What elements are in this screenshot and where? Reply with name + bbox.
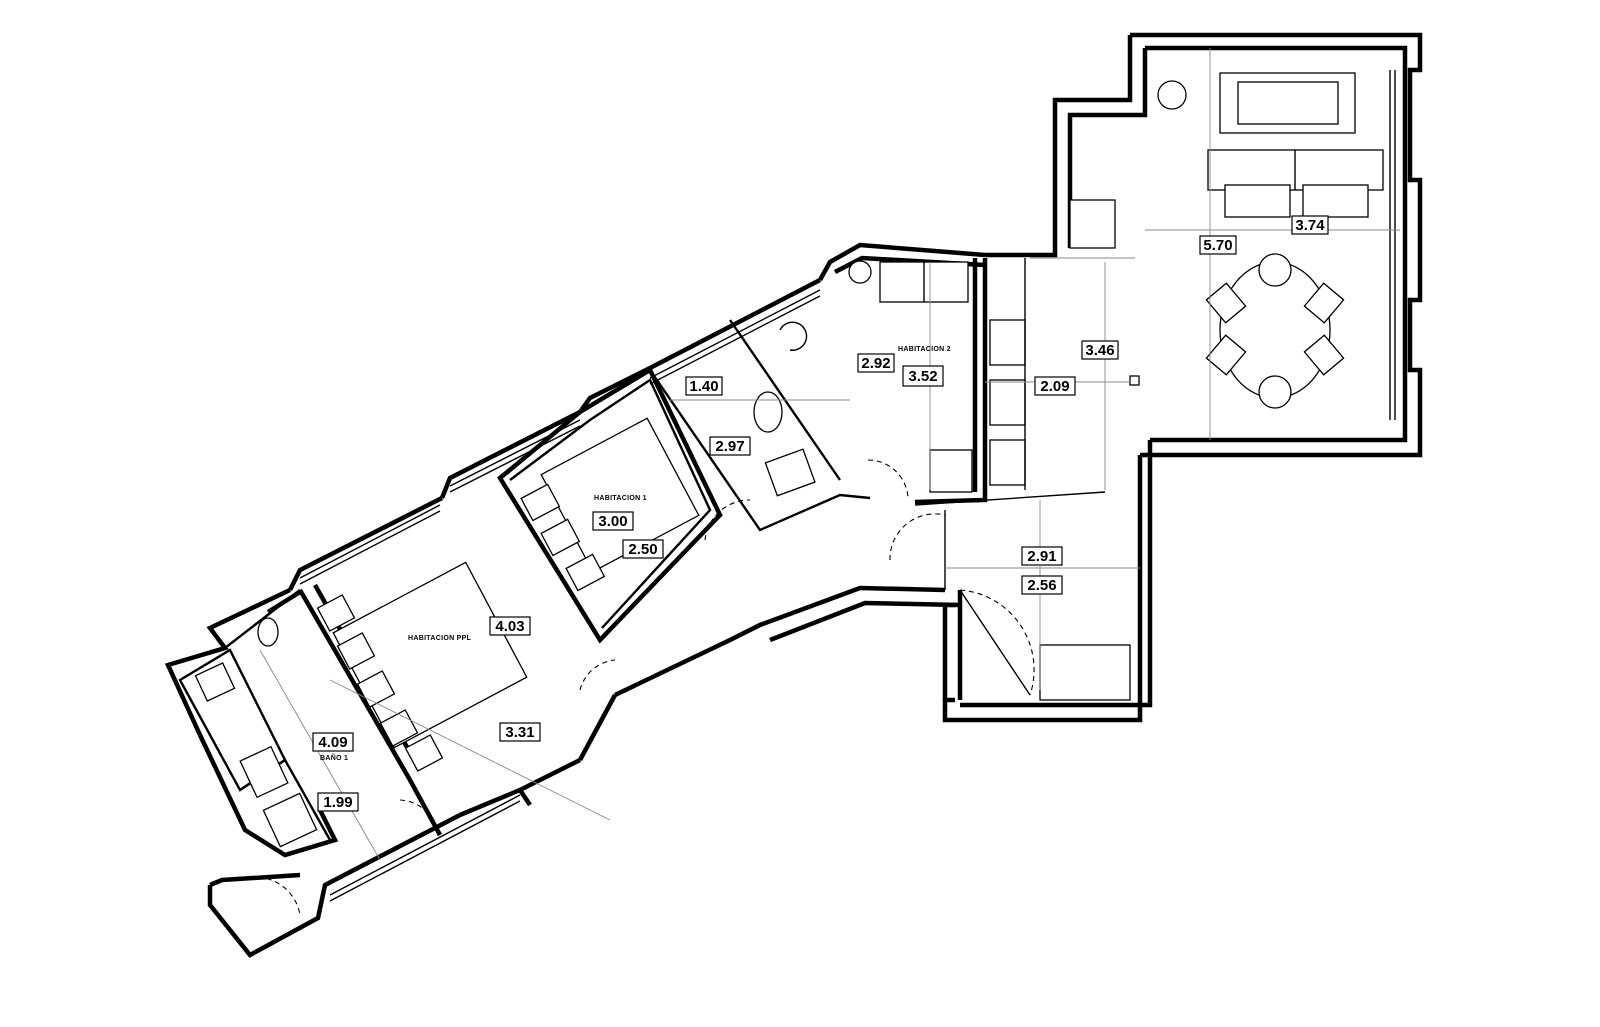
dim-hab2-width: 2.92	[857, 353, 895, 373]
doors[interactable]	[239, 459, 1035, 916]
svg-text:2.56: 2.56	[1027, 577, 1056, 594]
dim-bath2-width: 1.40	[685, 376, 723, 396]
dimension-labels: 3.74 5.70 3.46 2.09 2.92 3.52 1.40 2.97 …	[312, 215, 1329, 812]
interior-walls	[178, 258, 1106, 841]
svg-text:3.31: 3.31	[505, 724, 534, 741]
dim-kitchen-width: 2.09	[1034, 376, 1076, 396]
dim-bano1-length: 4.09	[312, 732, 354, 752]
living-room-furniture	[1069, 48, 1400, 440]
room-labels: HABITACION PPL HABITACION 1 HABITACION 2…	[320, 346, 951, 762]
svg-text:4.09: 4.09	[318, 734, 347, 751]
dim-entry-length: 2.56	[1021, 575, 1063, 595]
dim-living-length: 5.70	[1199, 235, 1237, 255]
svg-text:4.03: 4.03	[495, 618, 524, 635]
svg-text:2.50: 2.50	[628, 541, 657, 558]
dim-bath2-length: 2.97	[709, 436, 751, 456]
room-label-habitacion-1: HABITACION 1	[594, 495, 647, 502]
svg-text:2.91: 2.91	[1027, 548, 1056, 565]
svg-text:3.52: 3.52	[908, 368, 937, 385]
svg-text:1.40: 1.40	[689, 378, 718, 395]
dim-hab1-length: 3.00	[592, 511, 634, 531]
window-strips	[299, 70, 1396, 902]
dim-hall-length: 3.46	[1081, 340, 1119, 360]
dim-bano1-width: 1.99	[317, 792, 359, 812]
kitchen-furniture	[989, 257, 1140, 490]
svg-text:3.74: 3.74	[1295, 217, 1325, 234]
room-label-habitacion-2: HABITACION 2	[898, 346, 951, 353]
habitacion-1-furniture	[520, 417, 700, 592]
entry-closet	[1039, 644, 1131, 701]
dim-hab-ppl-width: 4.03	[489, 616, 531, 636]
bath-2-fixtures	[753, 321, 816, 497]
svg-text:1.99: 1.99	[323, 794, 352, 811]
room-label-bano-1: BAÑO 1	[320, 753, 348, 762]
svg-text:3.00: 3.00	[598, 513, 627, 530]
svg-text:2.92: 2.92	[861, 355, 890, 372]
dim-hab1-width: 2.50	[622, 539, 664, 559]
dim-hab-ppl-length: 3.31	[499, 722, 541, 742]
exterior-walls	[164, 32, 1423, 958]
svg-text:2.97: 2.97	[715, 438, 744, 455]
svg-text:5.70: 5.70	[1203, 237, 1232, 254]
habitacion-2-furniture	[848, 260, 973, 493]
dim-living-width: 3.74	[1291, 215, 1329, 235]
room-label-habitacion-ppl: HABITACION PPL	[408, 635, 472, 642]
dim-entry-width: 2.91	[1021, 546, 1063, 566]
dim-hab2-length: 3.52	[902, 365, 944, 387]
svg-text:2.09: 2.09	[1040, 378, 1069, 395]
svg-text:3.46: 3.46	[1085, 342, 1114, 359]
bath-1-fixtures	[194, 617, 318, 848]
dimension-lines	[259, 262, 1140, 861]
